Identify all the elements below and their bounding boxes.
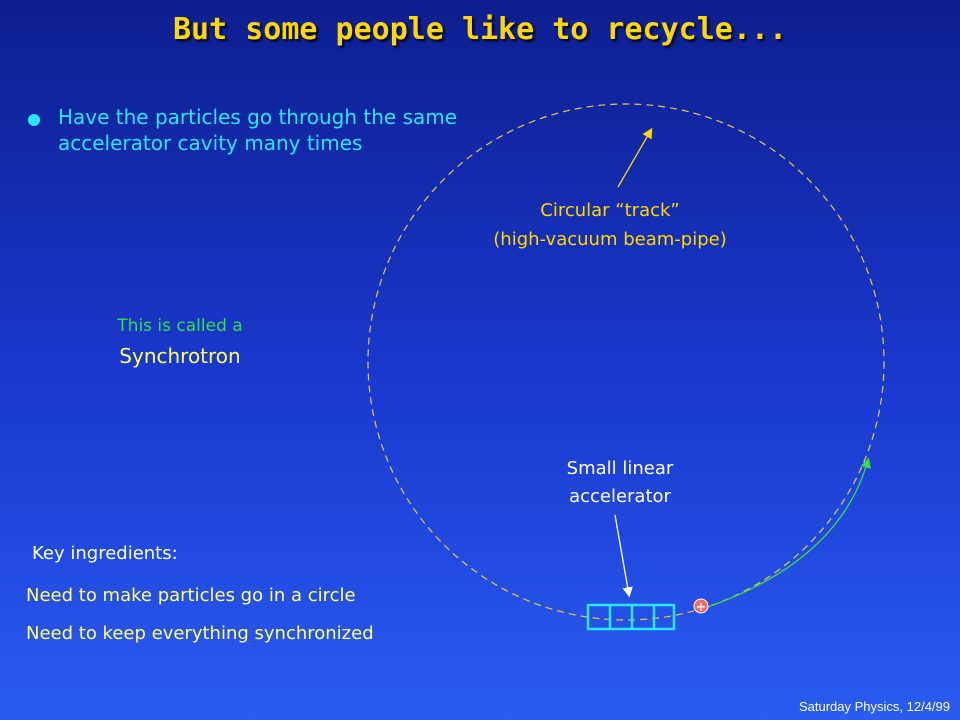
- linac-label: Small linear accelerator: [480, 455, 760, 511]
- particle-trajectory: [707, 457, 871, 608]
- bullet-text: Have the particles go through the same a…: [58, 105, 458, 155]
- circular-track: [367, 103, 885, 621]
- ingredient-item: Need to keep everything synchronized: [26, 623, 374, 644]
- bullet-dot-icon: [28, 114, 40, 126]
- linac-pointer-arrow: [614, 514, 633, 598]
- linac-label-line2: accelerator: [569, 486, 671, 507]
- track-pointer-arrow: [617, 127, 653, 188]
- ingredients-heading: Key ingredients:: [32, 543, 178, 564]
- footer: Saturday Physics, 12/4/99: [798, 699, 950, 714]
- linac-label-line1: Small linear: [566, 458, 674, 479]
- called-label: This is called a: [117, 316, 243, 336]
- track-label-line2: (high-vacuum beam-pipe): [493, 229, 727, 250]
- track-label: Circular “track” (high-vacuum beam-pipe): [430, 196, 790, 254]
- track-label-line1: Circular “track”: [540, 200, 680, 221]
- slide-title: But some people like to recycle...: [172, 12, 788, 47]
- linear-accelerator: [586, 603, 676, 631]
- ingredient-item: Need to make particles go in a circle: [26, 585, 356, 606]
- particle-icon: +: [693, 598, 709, 615]
- particle-symbol: +: [696, 600, 707, 615]
- synchrotron-label: Synchrotron: [119, 344, 241, 368]
